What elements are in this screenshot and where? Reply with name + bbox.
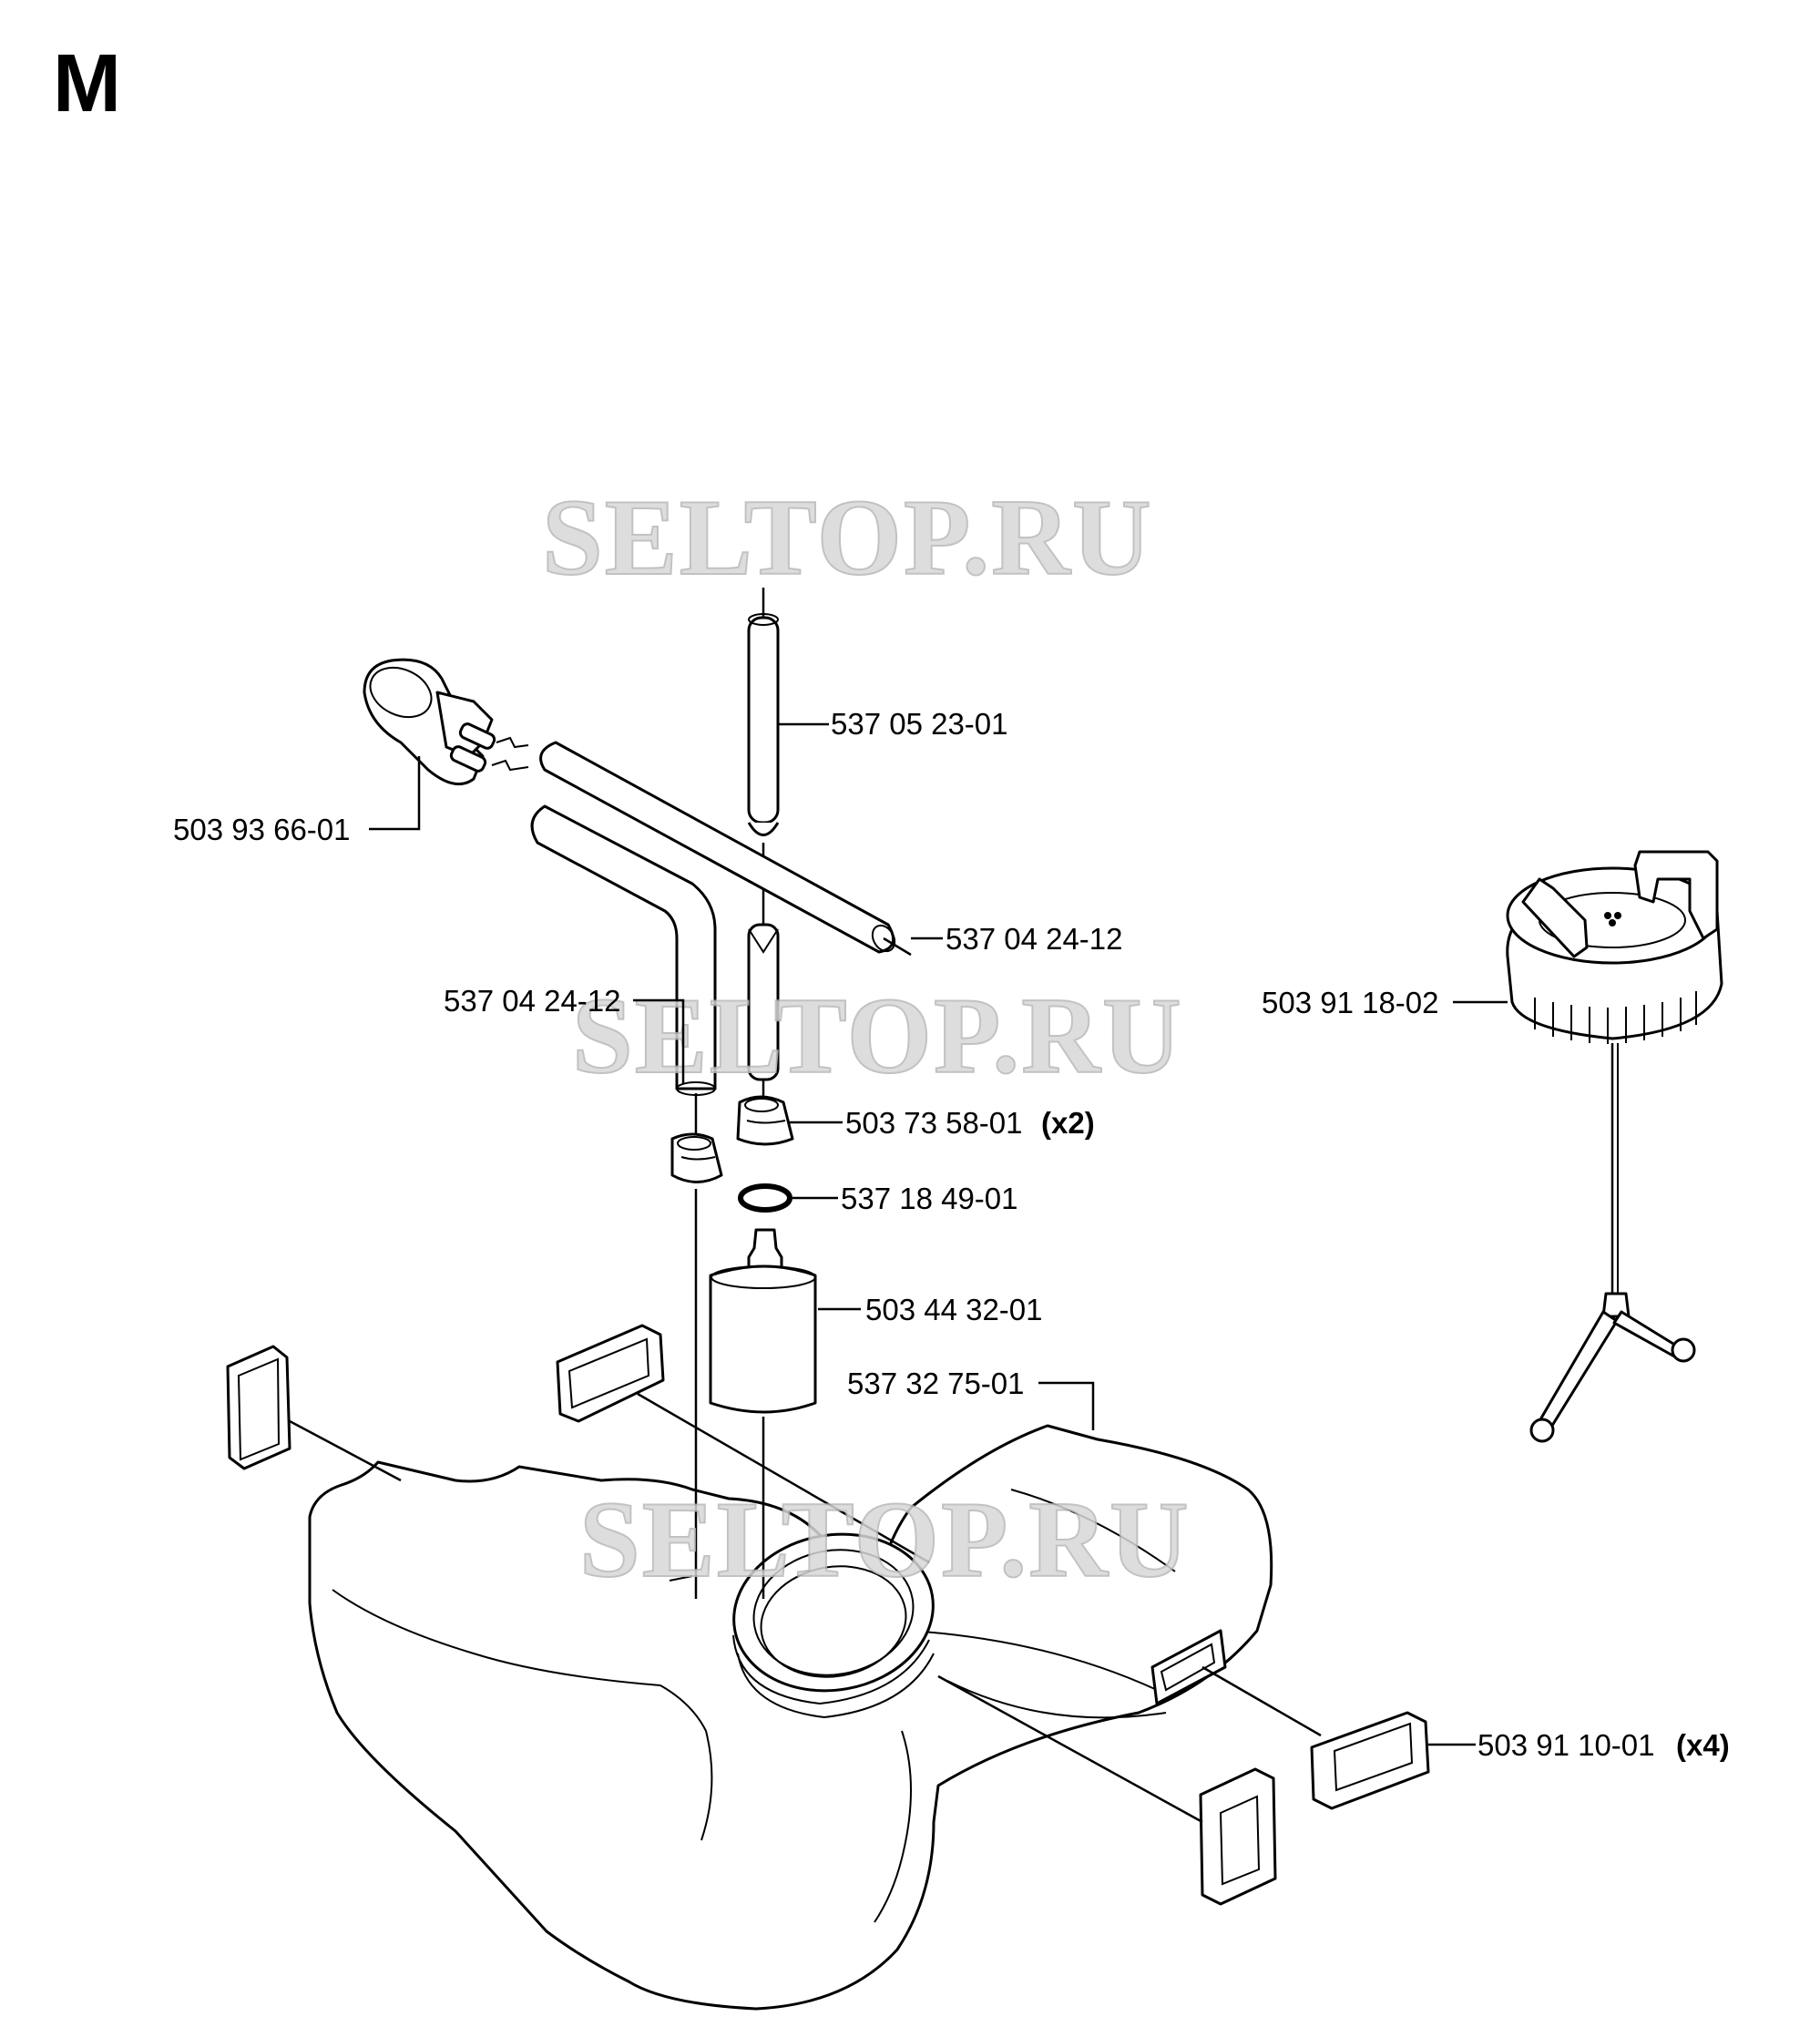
label-grommet: 503 73 58-01 <box>845 1106 1023 1140</box>
label-fuel-cap: 503 91 18-02 <box>1262 986 1439 1019</box>
section-letter: M <box>53 38 121 129</box>
grommet-right <box>736 1095 794 1146</box>
rubber-mount-left <box>226 1345 402 1482</box>
label-primer-bulb: 503 93 66-01 <box>173 813 351 846</box>
fuel-cap <box>1506 850 1723 1443</box>
fuel-hose-right <box>539 741 912 957</box>
label-fuel-hose-right: 537 04 24-12 <box>946 922 1123 956</box>
watermark-middle: SELTOP.RU <box>572 975 1183 1096</box>
rubber-mount-top <box>556 1324 930 1564</box>
watermark-top: SELTOP.RU <box>542 476 1153 598</box>
fuel-hose-left <box>530 804 717 1134</box>
label-o-ring: 537 18 49-01 <box>841 1182 1018 1215</box>
fuel-filter <box>709 1228 817 1599</box>
label-rubber-mount-qty: (x4) <box>1676 1728 1730 1762</box>
label-fuel-tank: 537 32 75-01 <box>847 1367 1025 1400</box>
label-fuel-line-upper: 537 05 23-01 <box>831 707 1008 741</box>
label-fuel-filter: 503 44 32-01 <box>865 1293 1043 1326</box>
watermark-bottom: SELTOP.RU <box>579 1479 1191 1600</box>
rubber-mount-right <box>1201 1665 1430 1810</box>
primer-bulb <box>363 658 529 786</box>
fuel-tank <box>308 1424 1273 2011</box>
o-ring <box>738 1183 792 1213</box>
label-fuel-hose-left: 537 04 24-12 <box>444 984 621 1018</box>
label-grommet-qty: (x2) <box>1041 1106 1095 1140</box>
leader-lines <box>369 722 1508 1746</box>
rubber-mount-bottom <box>937 1674 1277 1906</box>
grommet-left <box>670 1132 723 1599</box>
fuel-line-upper <box>747 588 780 1107</box>
label-rubber-mount: 503 91 10-01 <box>1477 1728 1655 1762</box>
